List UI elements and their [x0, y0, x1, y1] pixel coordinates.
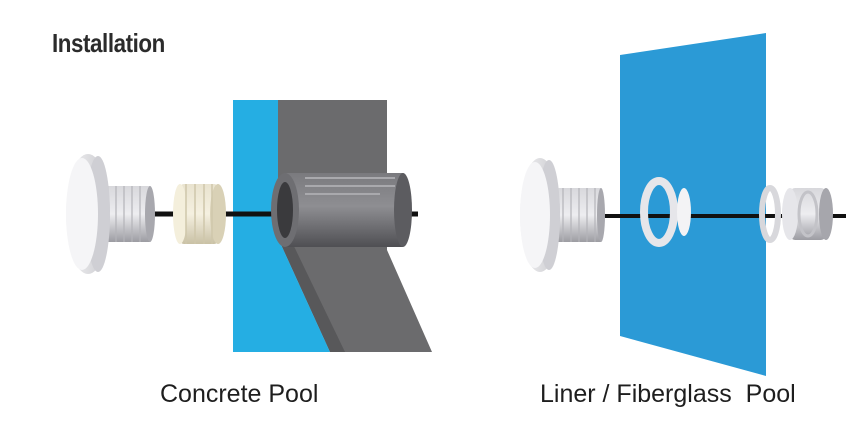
concrete-pool-scene — [66, 100, 432, 352]
nut-icon — [759, 185, 833, 243]
light-fixture-icon — [66, 154, 155, 274]
gasket-ring-icon — [640, 177, 691, 247]
pool-wall-icon — [620, 33, 766, 376]
nut-icon — [173, 184, 226, 244]
light-fixture-icon — [520, 158, 605, 272]
caption-concrete-pool: Concrete Pool — [160, 380, 319, 408]
niche-icon — [271, 173, 412, 247]
page-title: Installation — [52, 28, 165, 58]
pool-wall-icon — [233, 100, 330, 352]
caption-liner-fiberglass-pool: Liner / Fiberglass Pool — [540, 380, 796, 408]
liner-pool-scene — [520, 33, 846, 376]
